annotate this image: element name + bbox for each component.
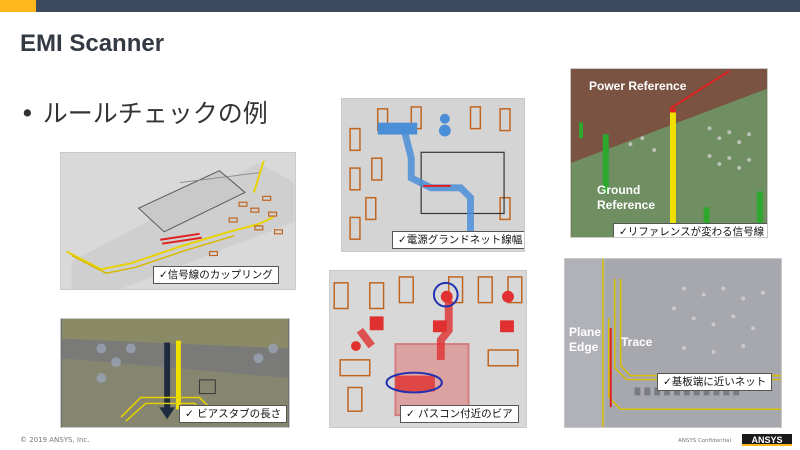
coupling-image: ✓信号線のカップリング <box>60 152 296 290</box>
coupling-caption: ✓信号線のカップリング <box>153 266 279 284</box>
plane-edge-label: Plane Edge <box>569 325 602 354</box>
ansys-logo: ANSYS <box>742 434 792 446</box>
power-ground-image: ✓電源グランドネット線幅 <box>341 98 525 252</box>
reference-caption: ✓リファレンスが変わる信号線 <box>613 223 767 237</box>
bypass-cap-drawing <box>330 271 526 427</box>
reference-drawing <box>571 69 767 237</box>
reference-image: Power Reference Ground Reference ✓リファレンス… <box>570 68 768 238</box>
bullet-text: • ルールチェックの例 <box>20 99 268 128</box>
slide-title: EMI Scanner <box>20 30 165 57</box>
ground-reference-label: Ground Reference <box>597 183 656 212</box>
edge-caption: ✓基板端に近いネット <box>657 373 773 391</box>
bypass-cap-image: ✓ パスコン付近のビア <box>329 270 527 428</box>
power-ground-drawing <box>342 99 524 251</box>
trace-label: Trace <box>621 335 653 349</box>
power-ground-caption: ✓電源グランドネット線幅 <box>392 231 524 249</box>
edge-image: Plane Edge Trace ✓基板端に近いネット <box>564 258 782 428</box>
bypass-cap-caption: ✓ パスコン付近のビア <box>400 405 519 423</box>
coupling-pcb-drawing <box>61 153 295 289</box>
via-stub-image: ✓ ビアスタブの長さ <box>60 318 290 428</box>
power-reference-label: Power Reference <box>589 79 687 93</box>
via-stub-caption: ✓ ビアスタブの長さ <box>179 405 288 423</box>
copyright-footer: © 2019 ANSYS, Inc. <box>20 436 90 444</box>
header-bar <box>0 0 800 12</box>
header-accent <box>0 0 36 12</box>
confidential-label: ANSYS Confidential <box>678 438 732 444</box>
